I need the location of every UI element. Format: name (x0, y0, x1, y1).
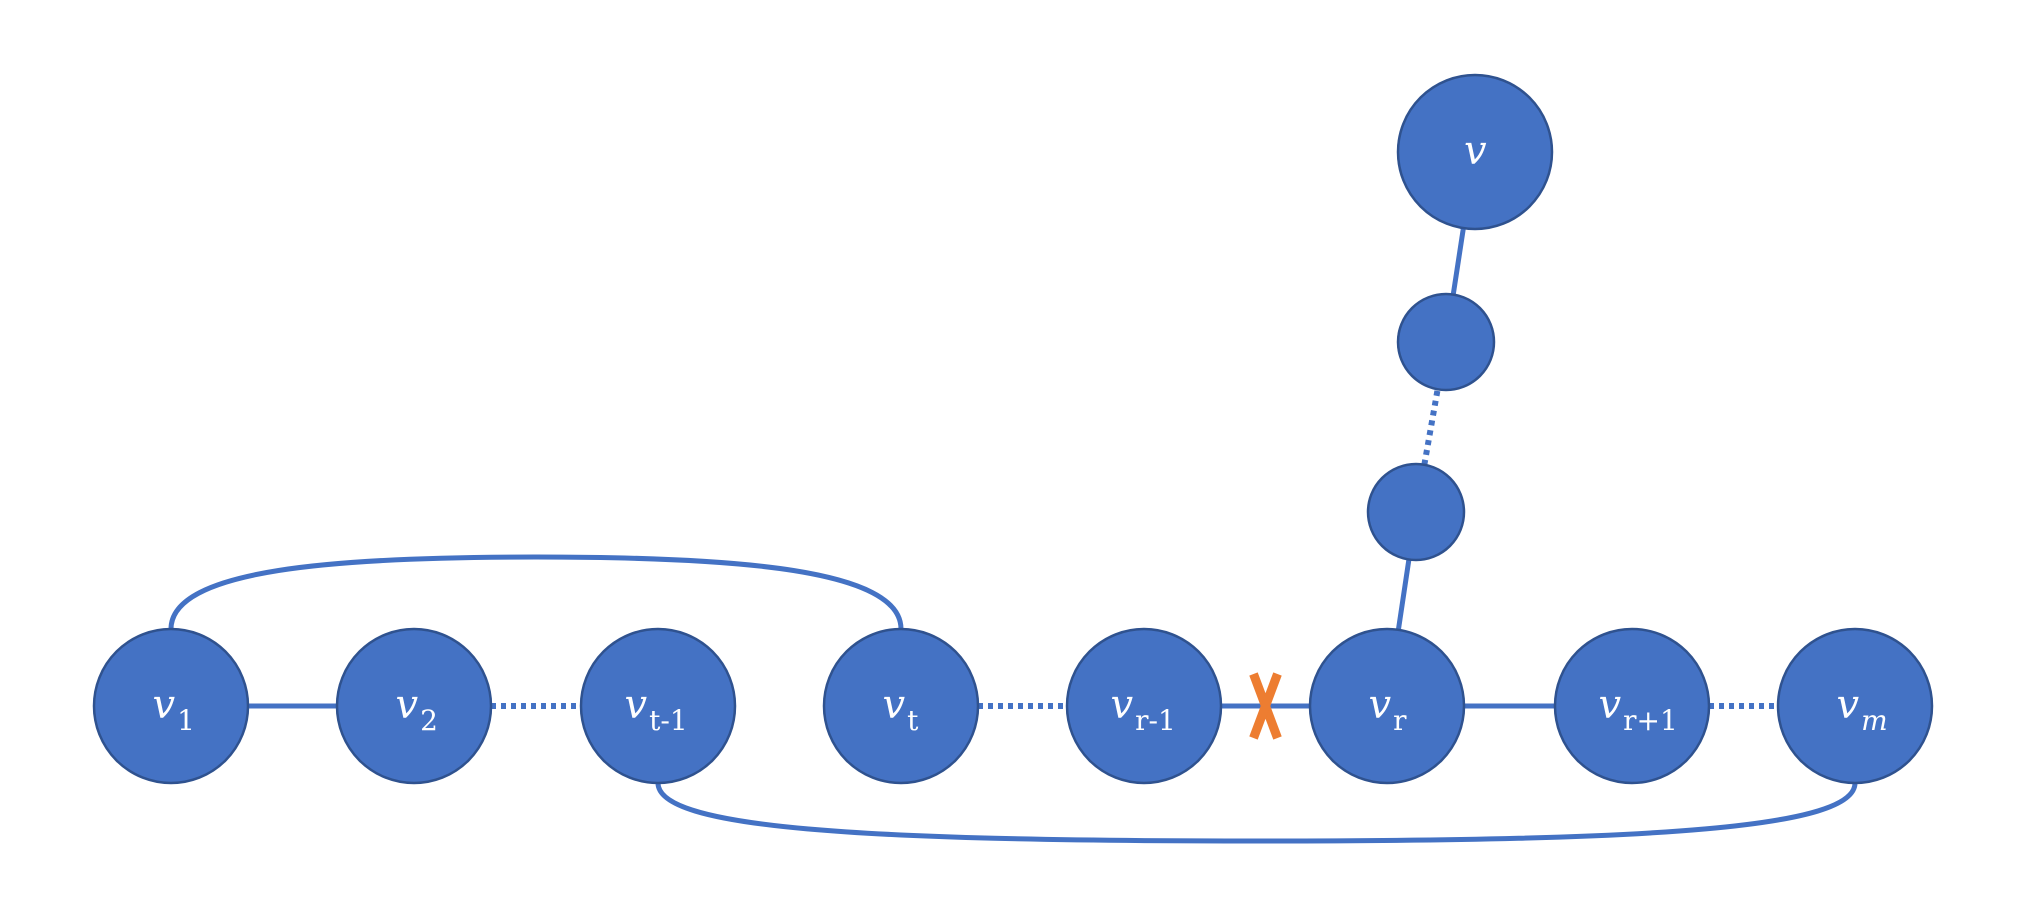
removed-edge-x-mark (1249, 672, 1282, 740)
node-circle (1553, 627, 1711, 785)
node-label: vt (883, 682, 920, 737)
node-u2 (1366, 462, 1466, 562)
node-label: vr+1 (1599, 682, 1678, 737)
node-label: v (1464, 128, 1487, 174)
node-circle (1396, 292, 1496, 392)
node-label-base: v (625, 682, 648, 728)
node-label-base: v (1111, 682, 1134, 728)
node-v1: v1 (92, 627, 250, 785)
node-circle (1308, 627, 1466, 785)
edge-u1-v-line (1450, 227, 1466, 295)
node-vr-1: vr-1 (1065, 627, 1223, 785)
node-label: vm (1837, 682, 1888, 737)
node-circle (1396, 73, 1554, 231)
node-label: v2 (396, 682, 438, 737)
node-vr: vr (1308, 627, 1466, 785)
node-label: vr (1369, 682, 1408, 737)
node-label-base: v (883, 682, 906, 728)
node-label-base: v (396, 682, 419, 728)
node-vt: vt (822, 627, 980, 785)
node-v2: v2 (335, 627, 493, 785)
edge-vr-u2-line (1395, 559, 1412, 631)
edges-layer (168, 227, 1858, 844)
node-u1 (1396, 292, 1496, 392)
node-circle (1776, 627, 1934, 785)
node-label: vt-1 (625, 682, 688, 737)
node-circle (1366, 462, 1466, 562)
x-mark-stroke-b (1249, 672, 1282, 740)
node-label: vr-1 (1111, 682, 1176, 737)
edge-u2-u1-dotted (1421, 388, 1441, 466)
node-circle (335, 627, 493, 785)
node-circle (822, 627, 980, 785)
node-vm: vm (1776, 627, 1934, 785)
node-vr+1: vr+1 (1553, 627, 1711, 785)
node-label-base: v (153, 682, 176, 728)
node-circle (1065, 627, 1223, 785)
node-vt-1: vt-1 (579, 627, 737, 785)
node-label-subscript: t-1 (649, 704, 688, 737)
edge-v1-vt-arc (168, 554, 904, 630)
node-label-subscript: 1 (177, 704, 195, 737)
node-label-subscript: r (1393, 704, 1407, 737)
marks-layer (1249, 672, 1282, 740)
node-label-subscript: 2 (420, 704, 438, 737)
edge-vt-1-vm-arc (655, 782, 1858, 844)
node-label-subscript: m (1861, 704, 1888, 737)
node-label-base: v (1369, 682, 1392, 728)
node-v: v (1396, 73, 1554, 231)
node-label-subscript: t (907, 704, 919, 737)
node-label-subscript: r+1 (1623, 704, 1678, 737)
node-circle (579, 627, 737, 785)
node-label-base: v (1599, 682, 1622, 728)
node-label-base: v (1464, 128, 1487, 174)
node-label: v1 (153, 682, 195, 737)
node-circle (92, 627, 250, 785)
node-label-base: v (1837, 682, 1860, 728)
node-label-subscript: r-1 (1135, 704, 1176, 737)
